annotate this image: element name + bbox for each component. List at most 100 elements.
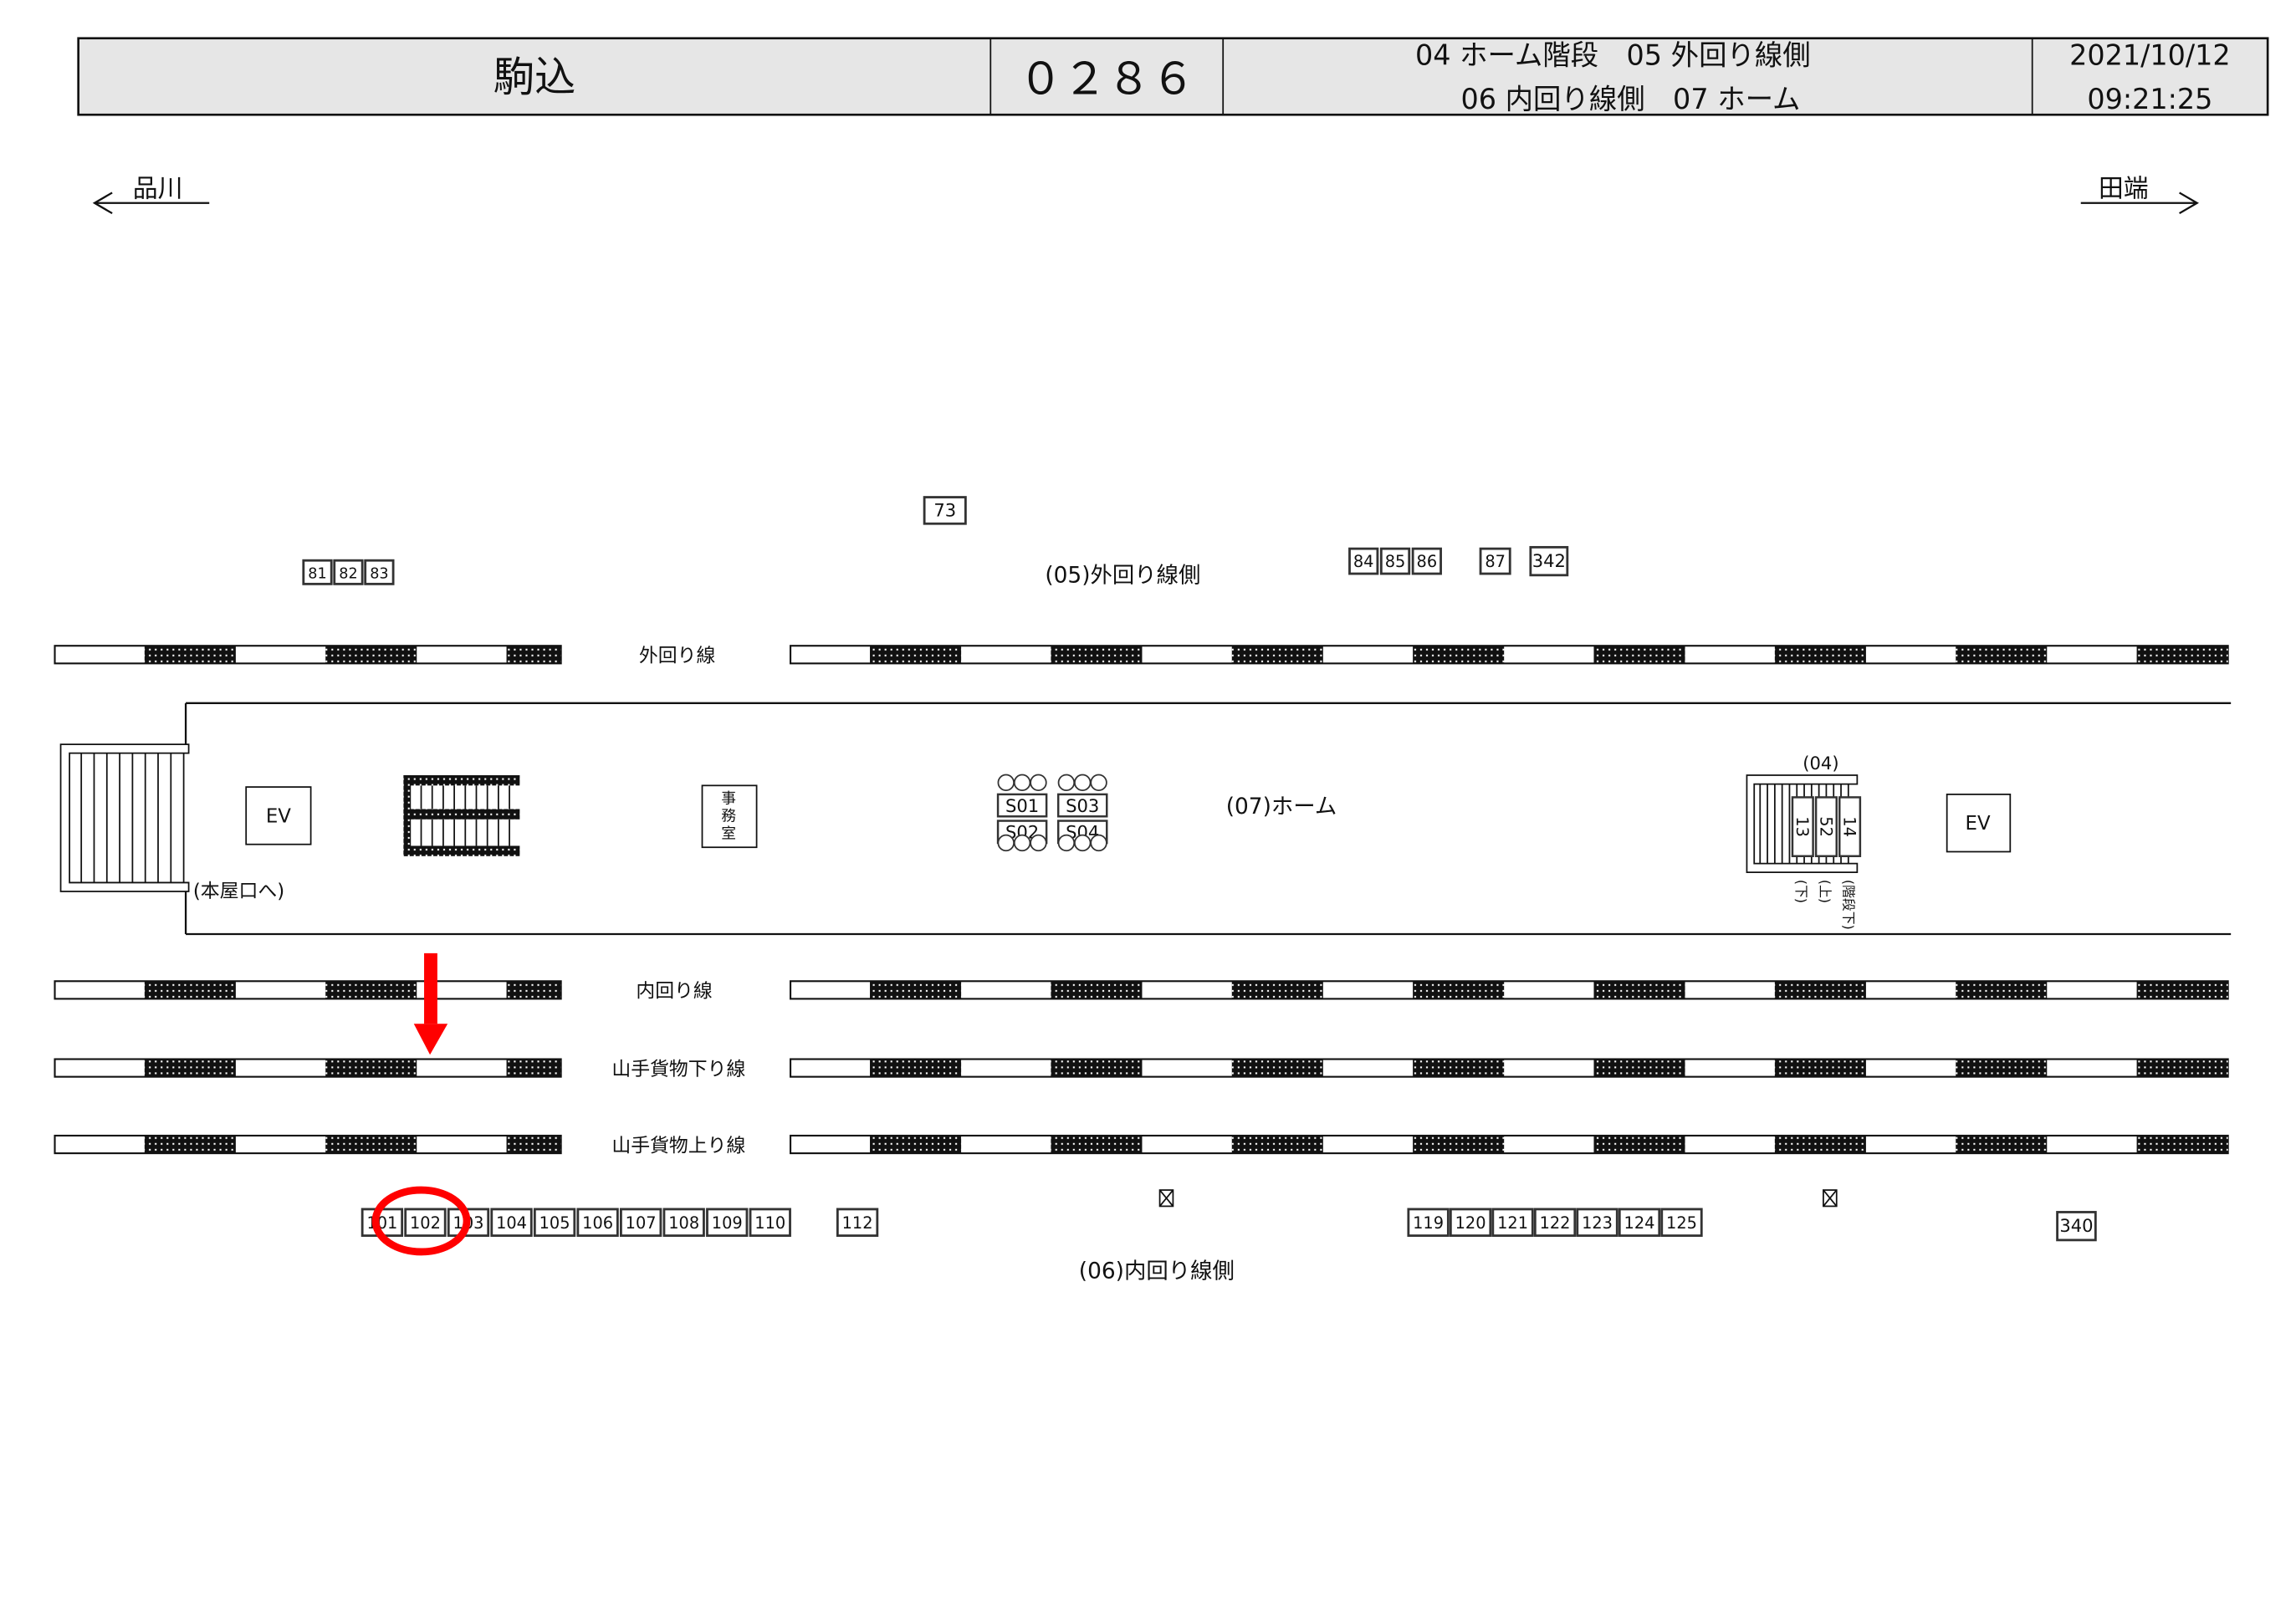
- track-dark-section: [506, 1059, 561, 1077]
- track-dark-section: [144, 1135, 236, 1154]
- track-dark-section: [1593, 1135, 1685, 1154]
- sign-340[interactable]: 340: [2056, 1211, 2097, 1242]
- sign-105[interactable]: 105: [533, 1208, 576, 1238]
- stair-note: (上): [1817, 880, 1833, 903]
- track: 外回り線: [54, 645, 2229, 667]
- sign-label: 104: [496, 1213, 527, 1233]
- sign-110[interactable]: 110: [749, 1208, 791, 1238]
- platform-label: (07)ホーム: [1226, 794, 1337, 820]
- track-dark-section: [1231, 1059, 1323, 1077]
- sign-82[interactable]: 82: [333, 559, 364, 585]
- sign-108[interactable]: 108: [662, 1208, 705, 1238]
- stair-board-14[interactable]: 14: [1838, 796, 1862, 858]
- track-dark-section: [325, 646, 417, 664]
- sign-86[interactable]: 86: [1411, 547, 1442, 575]
- sign-121[interactable]: 121: [1491, 1208, 1534, 1238]
- track-dark-section: [1051, 1135, 1143, 1154]
- track-dark-section: [144, 981, 236, 999]
- sign-label: 112: [842, 1213, 873, 1233]
- sign-label: 73: [933, 499, 956, 520]
- sign-label: 125: [1666, 1213, 1697, 1233]
- track-dark-section: [1774, 646, 1866, 664]
- sign-label: 107: [626, 1213, 657, 1233]
- sign-label: 122: [1540, 1213, 1571, 1233]
- sign-label: 102: [410, 1213, 441, 1233]
- arrow-right-icon: [2080, 192, 2199, 215]
- track-dark-section: [1413, 1135, 1505, 1154]
- stair-board-52[interactable]: 52: [1814, 796, 1838, 858]
- track-label: 外回り線: [639, 646, 716, 667]
- track-dark-section: [1413, 1059, 1505, 1077]
- office-label: 事務室: [721, 790, 736, 842]
- track-dark-section: [1231, 981, 1323, 999]
- track-dark-section: [1593, 646, 1685, 664]
- sign-73[interactable]: 73: [923, 496, 967, 525]
- bollard-icon: [1074, 834, 1092, 852]
- platform-post-S01[interactable]: S01: [996, 793, 1048, 818]
- sign-84[interactable]: 84: [1348, 547, 1379, 575]
- elevator-left-label: EV: [266, 805, 291, 827]
- track-dark-section: [325, 1135, 417, 1154]
- track-dark-section: [1593, 1059, 1685, 1077]
- sign-label: 120: [1455, 1213, 1486, 1233]
- bollard-icon: [1090, 834, 1107, 852]
- sign-122[interactable]: 122: [1533, 1208, 1577, 1238]
- sign-106[interactable]: 106: [576, 1208, 619, 1238]
- elevator-right: EV: [1946, 794, 2012, 853]
- sign-87[interactable]: 87: [1479, 547, 1511, 575]
- sign-label: 123: [1582, 1213, 1613, 1233]
- track-segment: [54, 980, 562, 1000]
- header-bar: 駒込 ０２８６ 04 ホーム階段 05 外回り線側 06 内回り線側 07 ホー…: [77, 37, 2269, 116]
- track-segment: [54, 645, 562, 665]
- sign-125[interactable]: 125: [1660, 1208, 1703, 1238]
- sign-83[interactable]: 83: [364, 559, 395, 585]
- sign-81[interactable]: 81: [302, 559, 333, 585]
- track-dark-section: [506, 1135, 561, 1154]
- sign-104[interactable]: 104: [490, 1208, 533, 1238]
- sign-85[interactable]: 85: [1379, 547, 1411, 575]
- track-dark-section: [325, 981, 417, 999]
- sign-112[interactable]: 112: [836, 1208, 879, 1238]
- boxed-x-icon: [1823, 1189, 1838, 1208]
- direction-right-label: 田端: [2099, 175, 2149, 204]
- sign-102[interactable]: 102: [404, 1208, 447, 1238]
- sign-342[interactable]: 342: [1529, 545, 1569, 577]
- sign-120[interactable]: 120: [1449, 1208, 1492, 1238]
- sign-123[interactable]: 123: [1576, 1208, 1618, 1238]
- track-dark-section: [1593, 981, 1685, 999]
- track: 山手貨物下り線: [54, 1058, 2229, 1080]
- track-dark-section: [1774, 1135, 1866, 1154]
- platform-post-S03[interactable]: S03: [1056, 793, 1108, 818]
- date: 2021/10/12: [2069, 38, 2231, 71]
- track-label: 山手貨物上り線: [611, 1135, 745, 1157]
- track-dark-section: [1231, 646, 1323, 664]
- stair-board-13[interactable]: 13: [1791, 796, 1814, 858]
- time: 09:21:25: [2087, 83, 2212, 115]
- track-dark-section: [1413, 981, 1505, 999]
- sign-label: 14: [1840, 816, 1859, 837]
- sign-107[interactable]: 107: [619, 1208, 662, 1238]
- sign-109[interactable]: 109: [706, 1208, 749, 1238]
- track-dark-section: [1956, 1135, 2048, 1154]
- sign-label: 85: [1385, 552, 1406, 571]
- stair-note: (階段下): [1841, 880, 1857, 930]
- sign-label: 105: [539, 1213, 570, 1233]
- exit-label: (本屋口へ): [193, 881, 284, 902]
- sign-label: 83: [370, 565, 388, 582]
- sign-124[interactable]: 124: [1618, 1208, 1661, 1238]
- bollard-icon: [1013, 774, 1031, 792]
- legend-line-2: 06 内回り線側 07 ホーム: [1461, 83, 1801, 115]
- sign-label: 121: [1497, 1213, 1528, 1233]
- sign-119[interactable]: 119: [1407, 1208, 1450, 1238]
- direction-left: 品川: [92, 175, 210, 215]
- sign-label: 101: [366, 1213, 397, 1233]
- elevator-left: EV: [245, 786, 312, 845]
- escalator-icon: [403, 775, 520, 856]
- bollard-icon: [1057, 834, 1076, 852]
- sign-label: 81: [308, 565, 326, 582]
- track-dark-section: [144, 646, 236, 664]
